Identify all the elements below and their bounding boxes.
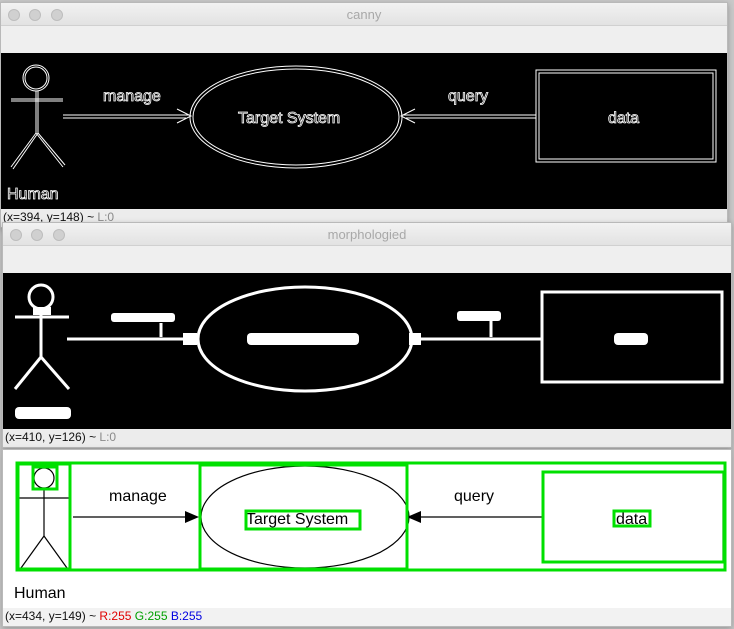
morph-titlebar[interactable]: morphologied xyxy=(3,223,731,246)
actor-head xyxy=(22,64,50,92)
status-level: L:0 xyxy=(99,430,117,444)
zoom-icon[interactable] xyxy=(52,229,65,241)
contours-statusbar: (x=434, y=149) ~ R:255 G:255 B:255 xyxy=(3,608,731,626)
status-sep: ~ xyxy=(89,609,97,623)
data-label: data xyxy=(608,110,639,127)
zoom-icon[interactable] xyxy=(50,9,63,21)
window-controls xyxy=(10,228,70,246)
close-icon[interactable] xyxy=(8,9,20,21)
canny-image[interactable]: manage query Target System data Human xyxy=(1,53,727,210)
status-coords: (x=434, y=149) xyxy=(5,609,86,623)
morph-toolbar xyxy=(3,246,731,273)
canny-titlebar[interactable]: canny xyxy=(1,3,727,26)
contours-image[interactable]: manage query Target System data Human xyxy=(3,450,731,608)
status-sep: ~ xyxy=(87,210,95,224)
morph-statusbar: (x=410, y=126) ~ L:0 xyxy=(3,429,731,447)
morph-window: morphologied xyxy=(2,222,732,448)
contour-data-box xyxy=(541,470,726,564)
target-label: Target System xyxy=(246,511,348,528)
window-title: morphologied xyxy=(327,227,407,242)
actor-leg-right xyxy=(35,132,64,168)
contours-window: manage query Target System data Human (x… xyxy=(2,449,732,627)
status-coords: (x=394, y=148) xyxy=(3,210,84,224)
actor-label: Human xyxy=(7,186,59,203)
status-coords: (x=410, y=126) xyxy=(5,430,86,444)
actor-label: Human xyxy=(14,585,66,602)
status-blue: B:255 xyxy=(170,609,203,623)
window-controls xyxy=(8,8,68,26)
manage-label: manage xyxy=(109,488,167,505)
contour-data-text xyxy=(612,509,652,528)
contour-target xyxy=(198,463,409,571)
close-icon[interactable] xyxy=(10,229,22,241)
status-green: G:255 xyxy=(134,609,168,623)
query-label: query xyxy=(448,88,488,105)
query-label: query xyxy=(454,488,494,505)
actor-leg-left xyxy=(10,132,37,168)
data-box xyxy=(535,69,717,163)
contour-target-text xyxy=(244,509,362,531)
minimize-icon[interactable] xyxy=(31,229,44,241)
morph-image[interactable] xyxy=(3,273,731,430)
status-level: L:0 xyxy=(97,210,115,224)
contour-head xyxy=(31,465,59,491)
data-label: data xyxy=(616,511,647,528)
canny-toolbar xyxy=(1,26,727,53)
status-sep: ~ xyxy=(89,430,97,444)
window-title: canny xyxy=(346,7,382,22)
canny-window: canny xyxy=(0,2,728,228)
status-red: R:255 xyxy=(99,609,132,623)
target-label: Target System xyxy=(238,110,340,127)
minimize-icon[interactable] xyxy=(29,9,42,21)
manage-label: manage xyxy=(103,88,161,105)
contour-actor xyxy=(16,462,72,571)
